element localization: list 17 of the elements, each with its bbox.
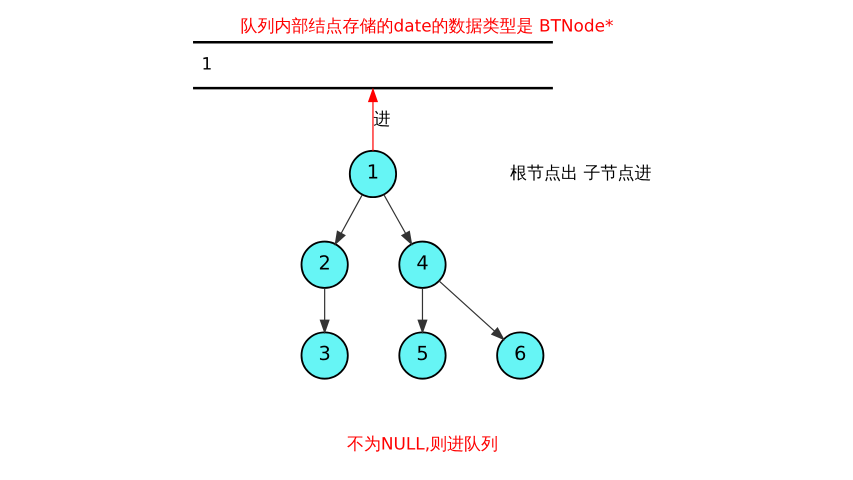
label: 不为NULL,则进队列: [346, 433, 498, 454]
diagram-title: 队列内部结点存储的date的数据类型是 BTNode*: [240, 16, 613, 36]
arrow: [416, 288, 428, 334]
node-circle: 3: [300, 331, 348, 380]
node-text: 1: [200, 54, 212, 74]
node-circle: 4: [398, 240, 446, 289]
node-circle: 2: [300, 240, 348, 289]
arrow: [367, 88, 378, 151]
node-circle: 6: [496, 331, 544, 380]
label: 根节点出 子节点进: [509, 162, 651, 182]
node-circle: 5: [398, 331, 446, 380]
node-circle: 1: [348, 150, 397, 198]
arrow: [319, 288, 330, 334]
edge-label: 进: [373, 108, 390, 129]
arrow: [382, 194, 412, 246]
arrow: [438, 280, 504, 340]
arrow: [334, 194, 362, 246]
